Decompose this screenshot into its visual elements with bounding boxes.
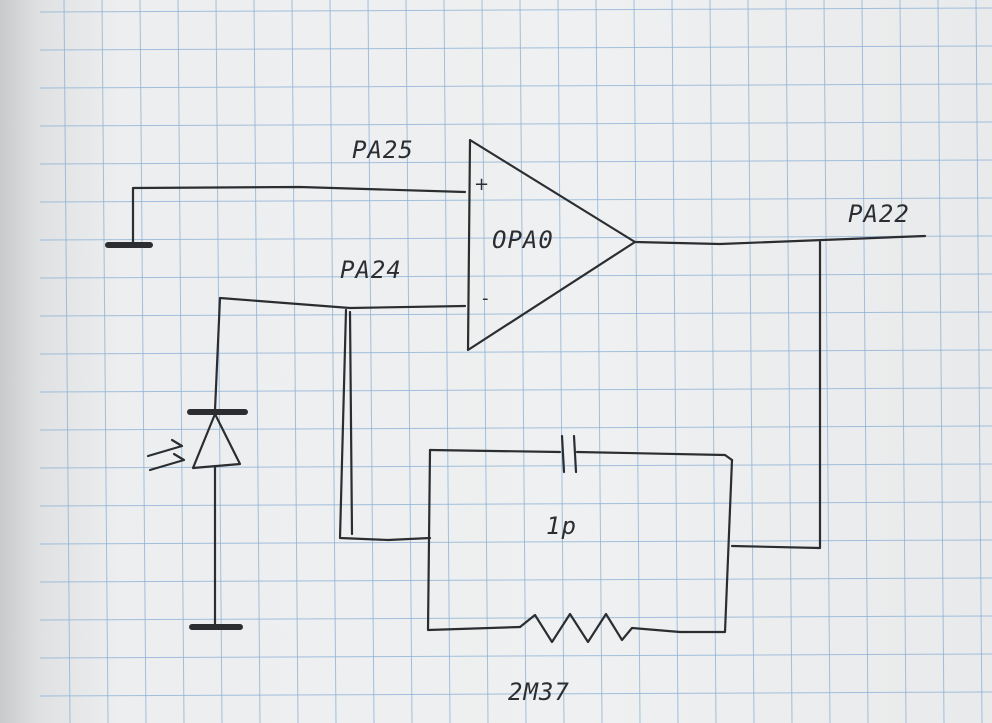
photodiode-triangle [191, 412, 242, 470]
grid-line-vertical [405, 0, 413, 723]
grid-line-vertical [785, 0, 793, 723]
grid-line-vertical [443, 0, 451, 723]
wire-inverting-input [213, 296, 467, 412]
grid-line-horizontal [39, 653, 992, 659]
grid-line-horizontal [39, 387, 992, 393]
wire-output [633, 234, 927, 246]
grid-line-horizontal [39, 501, 992, 507]
grid-line-vertical [899, 0, 907, 723]
grid-line-horizontal [39, 349, 992, 355]
grid-line-horizontal [39, 159, 992, 165]
grid-line-vertical [709, 0, 717, 723]
grid-line-vertical [215, 0, 223, 723]
grid-line-vertical [481, 0, 489, 723]
grid-line-vertical [595, 0, 603, 723]
grid-line-horizontal [39, 425, 992, 431]
grid-line-horizontal [39, 463, 992, 469]
label-minus: - [482, 288, 489, 309]
grid-line-vertical [329, 0, 337, 723]
grid-line-vertical [861, 0, 869, 723]
grid-line-vertical [557, 0, 565, 723]
grid-line-horizontal [39, 121, 992, 127]
grid-line-vertical [937, 0, 945, 723]
wire-feedback-node [338, 308, 432, 542]
capacitor-plate-left [560, 434, 566, 474]
grid-line-horizontal [39, 197, 992, 203]
light-arrow-2 [148, 452, 186, 472]
grid-line-horizontal [39, 273, 992, 279]
label-pa25: PA25 [352, 136, 414, 164]
grid-line-vertical [367, 0, 375, 723]
grid-line-vertical [291, 0, 299, 723]
grid-line-horizontal [39, 311, 992, 317]
wire-noninverting-input [131, 185, 467, 244]
grid-line-vertical [139, 0, 147, 723]
grid-line-horizontal [39, 691, 992, 697]
grid-line-horizontal [39, 235, 992, 241]
wire-cap-right [575, 450, 734, 462]
grid-line-vertical [747, 0, 755, 723]
circuit-wiring [105, 138, 927, 644]
circuit-labels: PA25 PA24 PA22 OPA0 + - 1p 2M37 [340, 136, 910, 706]
label-opamp: OPA0 [492, 226, 554, 254]
grid-line-vertical [177, 0, 185, 723]
grid-line-horizontal [39, 83, 992, 89]
grid-line-vertical [975, 0, 983, 723]
capacitor-plate-right [572, 434, 578, 474]
wire-network-left [426, 448, 522, 632]
wire-cap-left [428, 448, 562, 454]
light-arrow-1 [146, 438, 184, 458]
grid-line-horizontal [39, 7, 992, 13]
grid-line-vertical [519, 0, 527, 723]
label-plus: + [474, 174, 489, 195]
wire-network-right [678, 458, 734, 634]
resistor-symbol [518, 612, 682, 644]
label-resistor-value: 2M37 [508, 678, 570, 706]
opamp-symbol [466, 138, 637, 352]
grid-line-horizontal [39, 45, 992, 51]
grid-line-vertical [101, 0, 109, 723]
grid-line-vertical [63, 0, 71, 723]
grid-line-vertical [633, 0, 641, 723]
wire-feedback-return [730, 240, 822, 550]
graph-paper-grid [39, 0, 992, 723]
wire-feedback-node-double [348, 310, 354, 536]
grid-line-horizontal [39, 615, 992, 621]
grid-line-vertical [823, 0, 831, 723]
label-capacitor-value: 1p [546, 512, 577, 540]
label-pa24: PA24 [340, 256, 402, 284]
label-pa22: PA22 [848, 200, 910, 228]
grid-line-horizontal [39, 577, 992, 583]
grid-line-vertical [671, 0, 679, 723]
grid-line-horizontal [39, 539, 992, 545]
grid-line-vertical [253, 0, 261, 723]
